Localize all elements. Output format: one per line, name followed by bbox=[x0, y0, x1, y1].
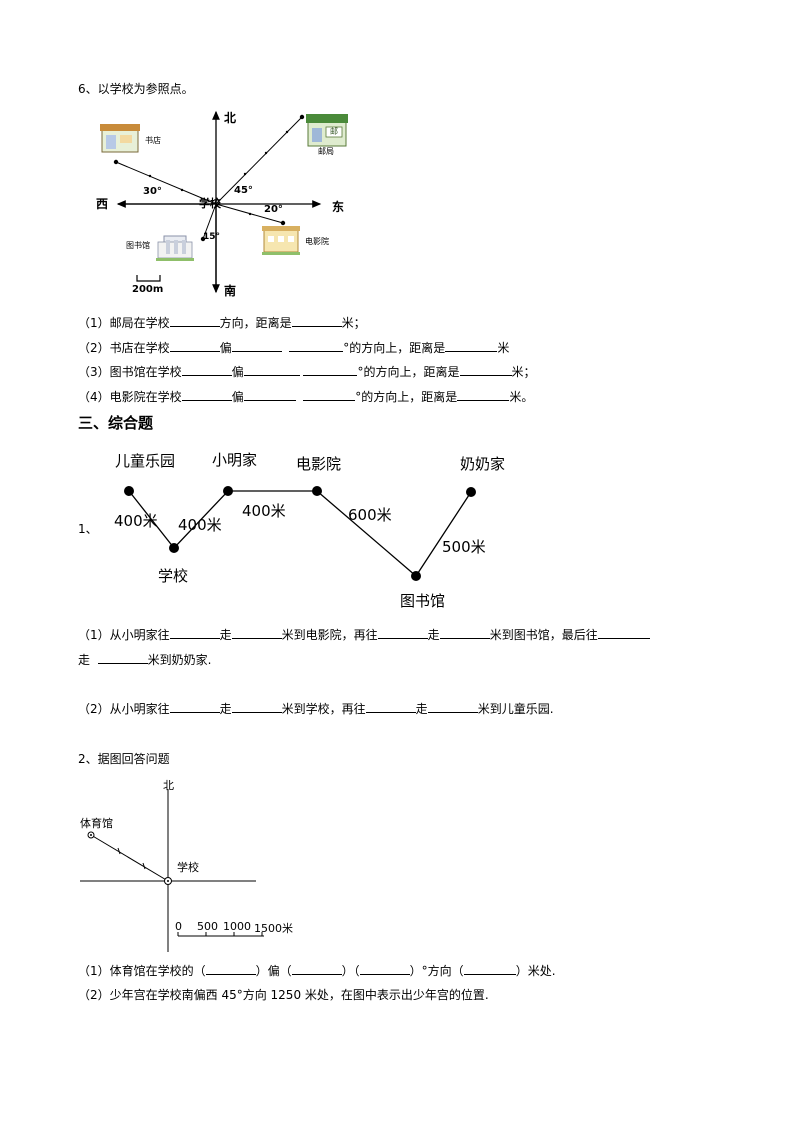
gym-label: 体育馆 bbox=[80, 817, 113, 830]
library-node-label: 图书馆 bbox=[400, 592, 446, 610]
answer-blank[interactable] bbox=[377, 626, 428, 639]
answer-blank[interactable] bbox=[303, 363, 358, 376]
scale-0: 0 bbox=[175, 920, 182, 933]
answer-blank[interactable] bbox=[231, 626, 282, 639]
node-school bbox=[169, 543, 179, 553]
cinema-label: 电影院 bbox=[305, 237, 329, 246]
answer-blank[interactable] bbox=[365, 700, 416, 713]
bookstore-label: 书店 bbox=[145, 136, 161, 145]
answer-blank[interactable] bbox=[459, 363, 512, 376]
q2-diagram bbox=[80, 789, 264, 952]
answer-blank[interactable] bbox=[427, 700, 478, 713]
xiaoming-label: 小明家 bbox=[212, 451, 258, 469]
q6-item-4: （4）电影院在学校偏 °的方向上，距离是米。 bbox=[78, 388, 534, 404]
dist-park-school: 400米 bbox=[114, 512, 158, 530]
answer-blank[interactable] bbox=[231, 339, 282, 352]
dist-cinema-library: 600米 bbox=[348, 506, 392, 524]
node-library bbox=[411, 571, 421, 581]
south-label: 南 bbox=[224, 284, 237, 298]
west-label: 西 bbox=[96, 197, 109, 211]
angle-45: 45° bbox=[234, 185, 253, 196]
answer-blank[interactable] bbox=[169, 700, 220, 713]
grandma-label: 奶奶家 bbox=[460, 455, 506, 473]
q1-line-1: （1）从小明家往走米到电影院，再往走米到图书馆，最后往 bbox=[78, 626, 650, 643]
q1-line-2: 走 米到奶奶家. bbox=[78, 651, 212, 667]
library-label: 图书馆 bbox=[126, 241, 150, 250]
section-title: 三、综合题 bbox=[78, 414, 154, 432]
bookstore-icon bbox=[100, 124, 140, 153]
angle-30: 30° bbox=[143, 186, 162, 197]
q2-line-2: （2）少年宫在学校南偏西 45°方向 1250 米处，在图中表示出少年宫的位置. bbox=[78, 988, 489, 1002]
post-label: 邮局 bbox=[318, 147, 334, 156]
answer-blank[interactable] bbox=[457, 388, 510, 401]
scale-label: 200m bbox=[132, 284, 164, 295]
q6-item-1: （1）邮局在学校方向，距离是米； bbox=[78, 314, 366, 330]
node-park bbox=[124, 486, 134, 496]
answer-blank[interactable] bbox=[289, 339, 344, 352]
post-sign: 邮 bbox=[330, 127, 338, 136]
node-grandma bbox=[466, 487, 476, 497]
answer-blank[interactable] bbox=[291, 962, 342, 975]
q6-item-2: （2）书店在学校偏 °的方向上，距离是米 bbox=[78, 339, 510, 355]
answer-blank[interactable] bbox=[303, 388, 356, 401]
cinema-node-label: 电影院 bbox=[296, 455, 342, 473]
park-label: 儿童乐园 bbox=[115, 452, 176, 470]
q6-compass-diagram bbox=[100, 110, 348, 294]
answer-blank[interactable] bbox=[445, 339, 498, 352]
q2-line-1: （1）体育馆在学校的（）偏（）（）°方向（）米处. bbox=[78, 962, 556, 978]
route-diagram bbox=[124, 486, 476, 581]
east-label: 东 bbox=[332, 200, 345, 214]
answer-blank[interactable] bbox=[205, 962, 256, 975]
answer-blank[interactable] bbox=[359, 962, 410, 975]
school-node-label: 学校 bbox=[158, 567, 189, 585]
node-xiaoming bbox=[223, 486, 233, 496]
q2-title: 2、据图回答问题 bbox=[78, 752, 170, 766]
q1-number: 1、 bbox=[78, 522, 98, 536]
angle-15: 15° bbox=[203, 232, 221, 242]
answer-blank[interactable] bbox=[181, 363, 232, 376]
q2-school-label: 学校 bbox=[177, 861, 199, 874]
ray-library bbox=[202, 203, 217, 240]
q6-title: 6、以学校为参照点。 bbox=[78, 82, 194, 96]
angle-20: 20° bbox=[264, 204, 283, 215]
answer-blank[interactable] bbox=[231, 700, 282, 713]
q1-line-3: （2）从小明家往走米到学校，再往走米到儿童乐园. bbox=[78, 700, 554, 716]
node-cinema bbox=[312, 486, 322, 496]
scale-1000: 1000 bbox=[223, 920, 251, 933]
answer-blank[interactable] bbox=[169, 339, 220, 352]
scale-bar bbox=[136, 275, 161, 282]
answer-blank[interactable] bbox=[463, 962, 516, 975]
answer-blank[interactable] bbox=[169, 314, 220, 327]
q6-item-3: （3）图书馆在学校偏 °的方向上，距离是米； bbox=[78, 363, 536, 379]
scale-500: 500 bbox=[197, 920, 218, 933]
school-center-label: 学校 bbox=[199, 197, 221, 210]
answer-blank[interactable] bbox=[169, 626, 220, 639]
answer-blank[interactable] bbox=[181, 388, 232, 401]
ray-bookstore bbox=[115, 161, 217, 205]
scale-1500: 1500米 bbox=[254, 922, 293, 935]
answer-blank[interactable] bbox=[291, 314, 342, 327]
dist-library-grandma: 500米 bbox=[442, 538, 486, 556]
answer-blank[interactable] bbox=[597, 626, 650, 639]
library-icon bbox=[156, 235, 194, 261]
ray-gym bbox=[90, 834, 169, 882]
answer-blank[interactable] bbox=[97, 651, 148, 664]
cinema-icon bbox=[262, 226, 300, 255]
answer-blank[interactable] bbox=[243, 363, 300, 376]
north-label: 北 bbox=[224, 111, 237, 125]
dist-school-xiaoming: 400米 bbox=[178, 516, 222, 534]
answer-blank[interactable] bbox=[243, 388, 296, 401]
dist-xiaoming-cinema: 400米 bbox=[242, 502, 286, 520]
post-office-icon bbox=[306, 114, 348, 147]
q2-north-label: 北 bbox=[163, 779, 174, 792]
answer-blank[interactable] bbox=[439, 626, 490, 639]
